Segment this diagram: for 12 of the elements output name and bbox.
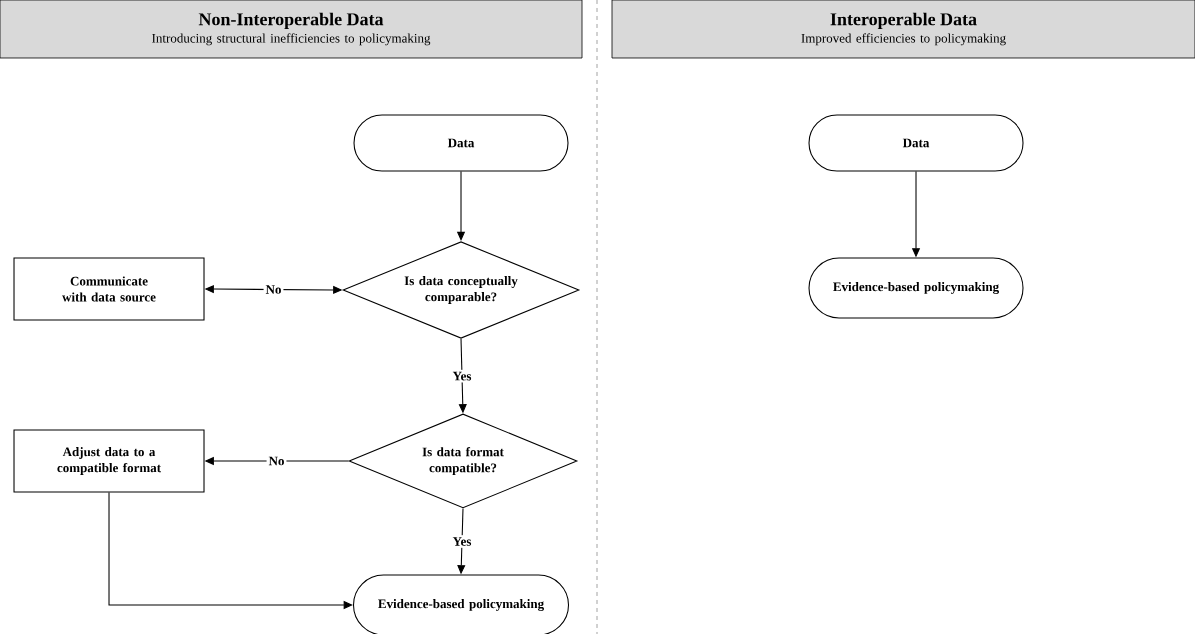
- edge-label: Yes: [450, 535, 474, 548]
- terminal-pill: Data: [808, 114, 1024, 172]
- terminal-pill: Data: [353, 114, 569, 172]
- terminal-pill: Evidence-based policymaking: [352, 574, 570, 634]
- process-box: Adjust data to a compatible format: [13, 429, 205, 493]
- edge-label: Yes: [450, 369, 474, 383]
- edge-label: No: [263, 283, 284, 296]
- terminal-pill: Evidence-based policymaking: [808, 257, 1024, 319]
- header-banner: Non-Interoperable Data Introducing structural inefficiencies to policymaking: [0, 0, 583, 59]
- edge-label: No: [266, 454, 287, 468]
- process-box: Communicate with data source: [13, 257, 205, 321]
- header-banner: Interoperable Data Improved efficiencies to policymaking: [611, 0, 1195, 59]
